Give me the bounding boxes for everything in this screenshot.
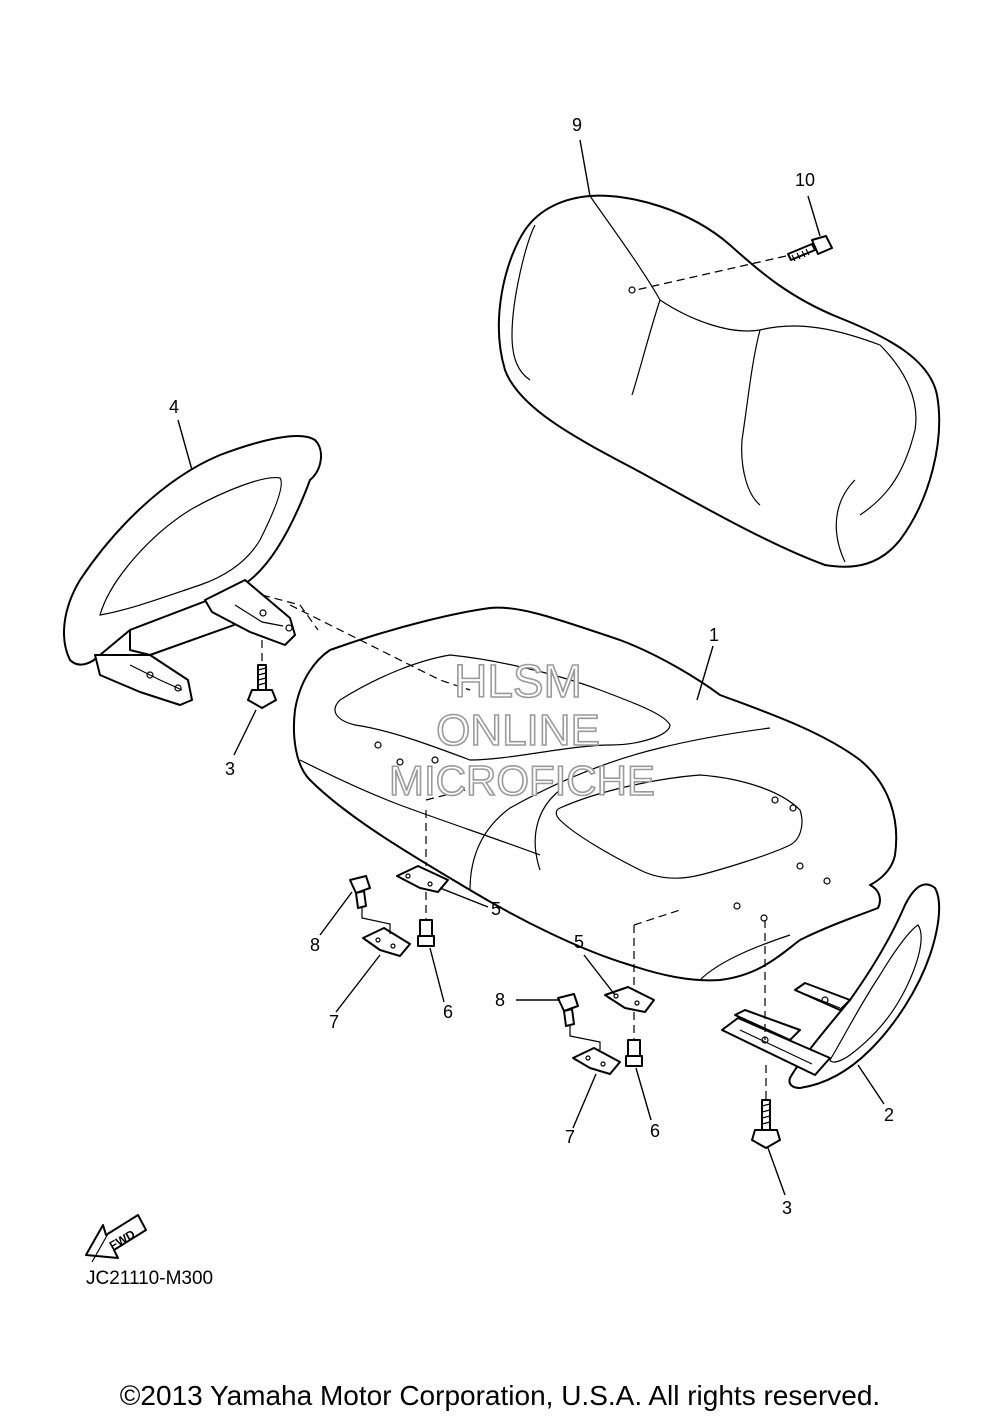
left-grab-rail[interactable] (63, 434, 322, 706)
bracket-5-right[interactable] (604, 986, 655, 1013)
seat-cushion[interactable] (292, 606, 898, 982)
copyright-notice: ©2013 Yamaha Motor Corporation, U.S.A. A… (119, 1380, 881, 1411)
watermark-line-3: MICROFICHE (389, 757, 655, 804)
callout-3-left: 3 (225, 759, 235, 779)
bolt-3-right[interactable] (751, 1099, 781, 1149)
watermark-line-2: ONLINE (436, 706, 600, 755)
leader-lines (177, 139, 885, 1196)
callout-3-right: 3 (782, 1198, 792, 1218)
seat-back-cushion[interactable] (497, 194, 941, 568)
callout-8-left: 8 (310, 935, 320, 955)
callout-5-right: 5 (574, 932, 584, 952)
watermark: HLSM ONLINE MICROFICHE (388, 654, 656, 805)
callout-9: 9 (572, 115, 582, 135)
dash-right-stack (633, 909, 681, 1040)
callout-10: 10 (795, 170, 815, 190)
callout-2: 2 (884, 1105, 894, 1125)
bolt-10[interactable] (787, 235, 833, 262)
callout-7-right: 7 (565, 1127, 575, 1147)
diagram-code: JC21110-M300 (86, 1268, 214, 1289)
bolt-8-left[interactable] (349, 875, 371, 909)
right-grab-rail[interactable] (721, 883, 941, 1089)
dash-rail4-to-seat (261, 594, 471, 691)
dash-left-stack (425, 789, 466, 920)
watermark-line-1: HLSM (454, 655, 582, 707)
callout-6-left: 6 (443, 1002, 453, 1022)
collar-6-left[interactable] (417, 919, 435, 947)
callout-6-right: 6 (650, 1121, 660, 1141)
bolt-3-left[interactable] (247, 664, 277, 709)
bolt-8-right[interactable] (557, 993, 579, 1027)
link-8-7-left (361, 908, 391, 934)
fwd-arrow-icon: FWD (85, 1214, 147, 1263)
plate-7-left[interactable] (362, 927, 411, 957)
plate-7-right[interactable] (572, 1047, 621, 1075)
link-8-7-right (569, 1026, 601, 1050)
bracket-5-left[interactable] (396, 865, 449, 893)
callout-1: 1 (709, 625, 719, 645)
collar-6-right[interactable] (625, 1039, 643, 1067)
callout-4: 4 (169, 397, 179, 417)
callout-7-left: 7 (329, 1012, 339, 1032)
callout-5-left: 5 (491, 899, 501, 919)
callout-8-right: 8 (495, 990, 505, 1010)
